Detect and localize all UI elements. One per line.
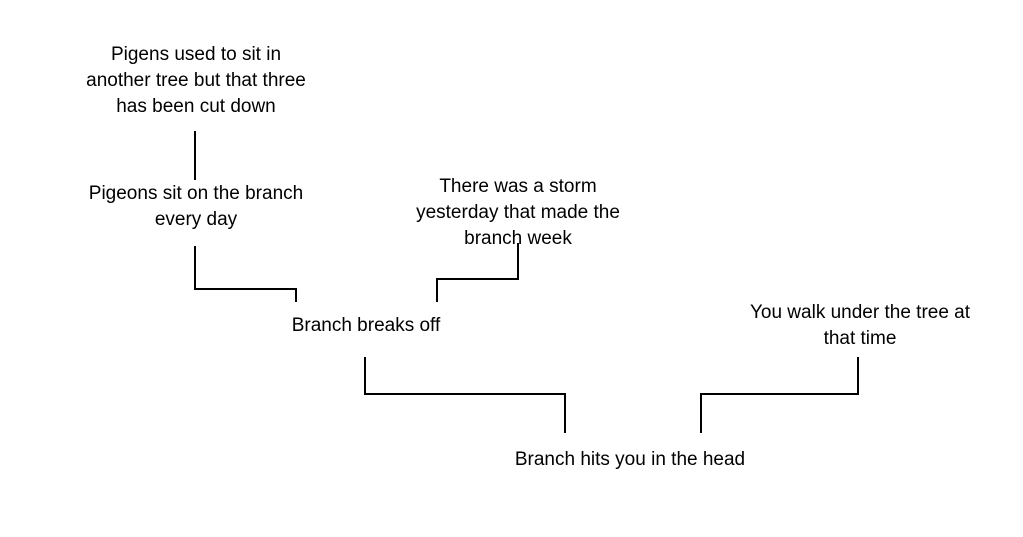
node-walk-under-tree: You walk under the tree at that time (749, 302, 971, 349)
node-pigeons-previous-tree: Pigens used to sit in another tree but t… (86, 44, 306, 117)
node-storm-weakened-branch: There was a storm yesterday that made th… (416, 176, 620, 249)
connector-walk-under-tree-to-branch-hits-head (700, 357, 859, 433)
node-branch-hits-head: Branch hits you in the head (514, 449, 746, 470)
connector-pigeons-sit-branch-to-branch-breaks-off (194, 246, 297, 302)
node-pigeons-sit-branch: Pigeons sit on the branch every day (88, 183, 304, 230)
connector-branch-breaks-off-to-branch-hits-head (364, 357, 566, 433)
node-branch-breaks-off: Branch breaks off (291, 315, 441, 336)
